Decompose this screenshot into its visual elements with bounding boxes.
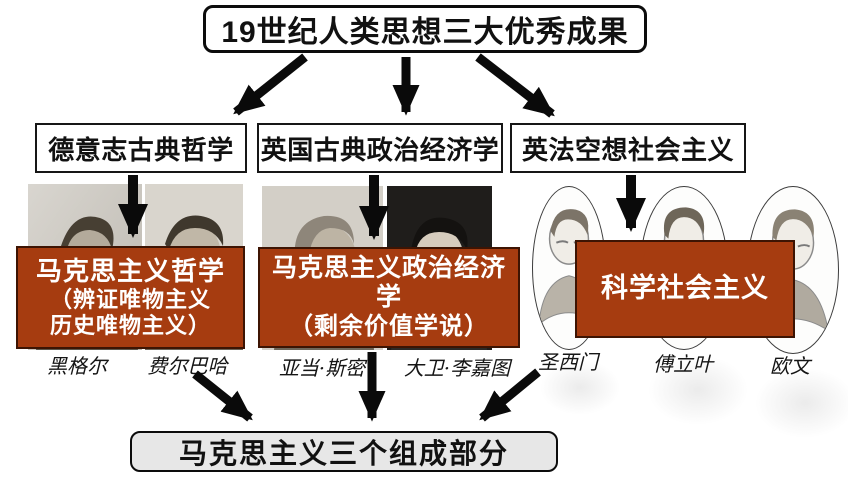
arrow-title-to-german-philosophy (233, 53, 308, 116)
source-label: 德意志古典哲学 (48, 134, 234, 165)
source-box-utopian-socialism: 英法空想社会主义 (510, 123, 746, 173)
title-label: 19世纪人类思想三大优秀成果 (221, 16, 629, 49)
result-title: 马克思主义哲学 (35, 256, 225, 287)
result-title: 马克思主义政治经济学 (271, 253, 506, 312)
arrow-title-to-utopian-socialism (475, 53, 555, 118)
figure-name-hegel: 黑格尔 (47, 354, 107, 378)
shadow-blob (755, 368, 848, 438)
figure-name-saint-simon: 圣西门 (538, 350, 598, 374)
title-box: 19世纪人类思想三大优秀成果 (203, 5, 647, 53)
source-label: 英法空想社会主义 (521, 134, 734, 165)
source-box-german-philosophy: 德意志古典哲学 (35, 123, 247, 173)
shadow-blob (540, 360, 620, 415)
figure-name-fourier: 傅立叶 (653, 352, 713, 376)
result-subtitle: （剩余价值学说） (289, 312, 489, 340)
bottom-summary-label: 马克思主义三个组成部分 (178, 437, 509, 469)
result-box-scientific-socialism: 科学社会主义 (575, 240, 795, 338)
figure-name-feuerbach: 费尔巴哈 (147, 354, 228, 378)
figure-name-adam-smith: 亚当·斯密 (278, 356, 366, 380)
figure-name-david-ricardo: 大卫·李嘉图 (403, 356, 511, 380)
result-subtitle: （辨证唯物主义 (49, 286, 211, 312)
result-box-marxist-philosophy: 马克思主义哲学 （辨证唯物主义 历史唯物主义） (16, 246, 245, 349)
shadow-blob (648, 355, 748, 425)
result-box-marxist-political-economy: 马克思主义政治经济学 （剩余价值学说） (258, 247, 520, 348)
source-label: 英国古典政治经济学 (260, 134, 500, 165)
result-title: 科学社会主义 (601, 273, 769, 304)
figure-name-owen: 欧文 (770, 354, 810, 378)
result-subtitle: 历史唯物主义） (49, 312, 211, 338)
arrow-philosophy-to-components (192, 370, 253, 422)
source-box-british-political-economy: 英国古典政治经济学 (257, 123, 503, 173)
bottom-summary-box: 马克思主义三个组成部分 (130, 431, 558, 472)
